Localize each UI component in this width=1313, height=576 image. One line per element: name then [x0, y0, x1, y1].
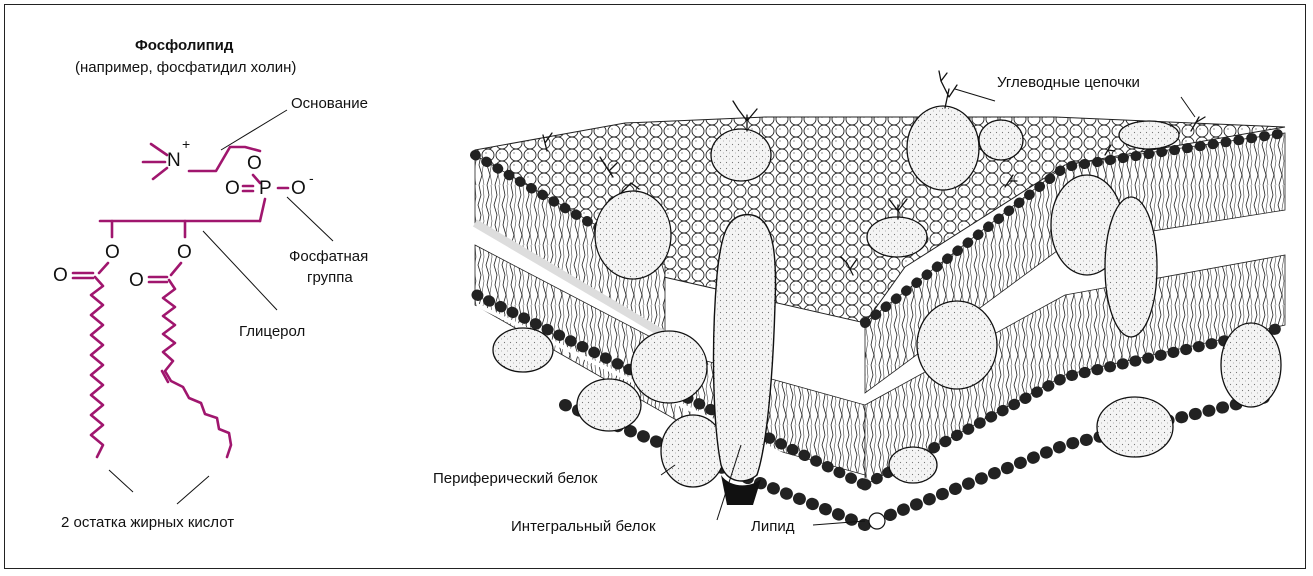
bottom-peripheral — [889, 447, 937, 483]
top-protein-3 — [979, 120, 1023, 160]
carbohydrate-chain-2 — [939, 71, 957, 108]
lower-left-peripheral-2 — [577, 379, 641, 431]
lower-right-peripheral-1 — [1097, 397, 1173, 457]
figure-frame: Фосфолипид (например, фосфатидил холин) — [4, 4, 1306, 569]
lower-left-peripheral-1 — [493, 328, 553, 372]
right-embedded-protein-2 — [1105, 197, 1157, 337]
lower-left-peripheral-3 — [631, 331, 707, 403]
leader-carbohydrate-2 — [1181, 97, 1195, 117]
top-protein-2 — [907, 106, 979, 190]
top-protein-4 — [1119, 121, 1179, 149]
lower-right-peripheral-2 — [1221, 323, 1281, 407]
label-peripheral-protein: Периферический белок — [433, 470, 598, 487]
left-embedded-protein — [595, 191, 671, 279]
top-protein-1 — [711, 129, 771, 181]
middle-embedded-protein — [917, 301, 997, 389]
leader-carbohydrate-1 — [955, 89, 995, 101]
leader-lipid — [813, 521, 865, 525]
label-carbohydrate-chains: Углеводные цепочки — [997, 74, 1140, 91]
label-integral-protein: Интегральный белок — [511, 518, 656, 535]
lipid-head — [869, 513, 885, 529]
label-lipid: Липид — [751, 518, 794, 535]
top-protein-5 — [867, 217, 927, 257]
